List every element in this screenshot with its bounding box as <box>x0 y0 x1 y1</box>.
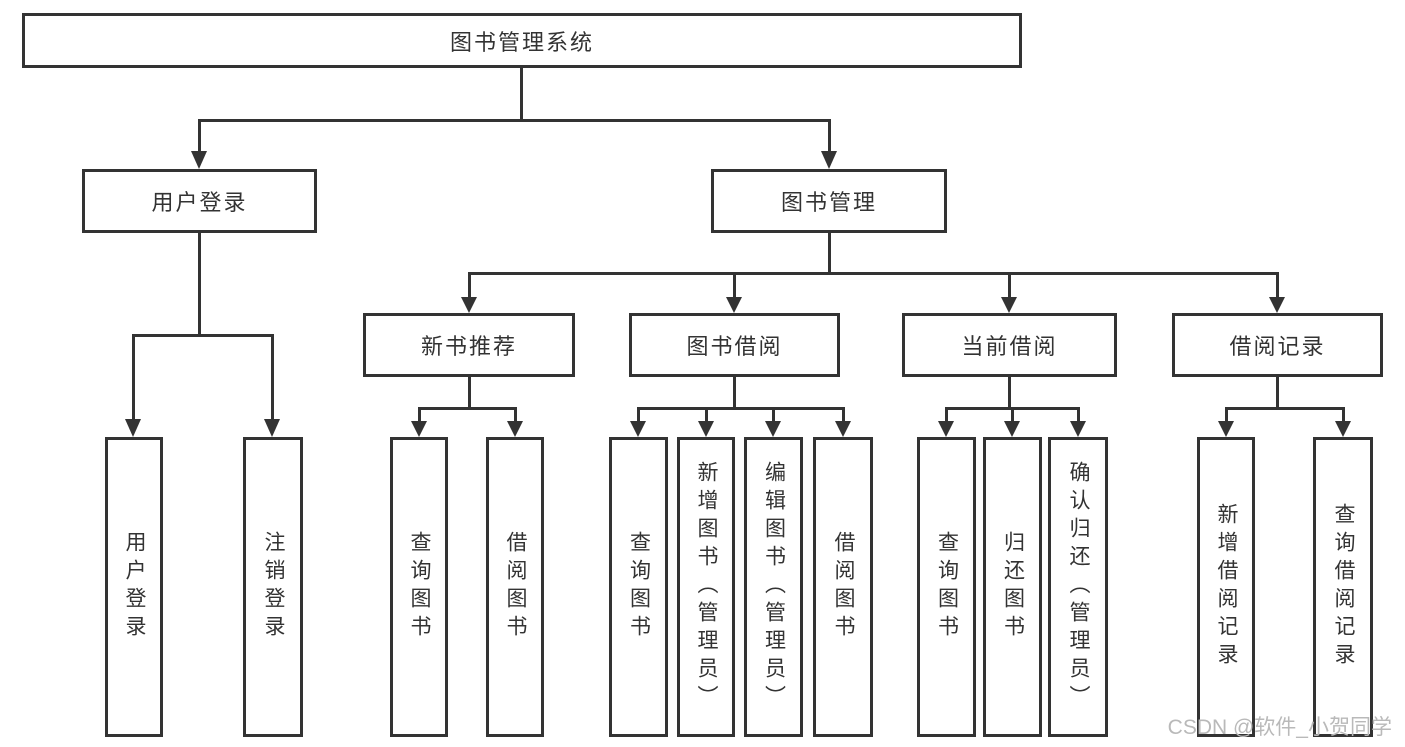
connector-stem <box>132 334 135 419</box>
connector-l2-splitter <box>468 272 1279 275</box>
connector-stem <box>468 272 471 297</box>
connector-stem <box>271 334 274 419</box>
connector-br-splitter <box>1225 407 1344 410</box>
leaf-nb-borrow-books: 借阅图书 <box>486 437 544 737</box>
node-book-management: 图书管理 <box>711 169 947 233</box>
leaf-br-query-record: 查询借阅记录 <box>1313 437 1373 737</box>
arrow-down-icon <box>938 421 954 437</box>
arrow-down-icon <box>1001 297 1017 313</box>
connector-user-login-splitter <box>132 334 274 337</box>
connector-nb-trunk <box>468 377 471 409</box>
leaf-nb-borrow-books-label: 借阅图书 <box>504 531 527 643</box>
leaf-br-add-record-label: 新增借阅记录 <box>1215 503 1238 671</box>
leaf-bb-edit-books-admin-label: 编辑图书（管理员） <box>762 461 786 713</box>
arrow-down-icon <box>264 419 280 437</box>
leaf-cb-query-books: 查询图书 <box>917 437 976 737</box>
connector-stem <box>1225 407 1228 421</box>
arrow-down-icon <box>507 421 523 437</box>
arrow-down-icon <box>461 297 477 313</box>
connector-stem <box>418 407 421 421</box>
connector-stem <box>945 407 948 421</box>
leaf-cb-confirm-return-admin: 确认归还（管理员） <box>1048 437 1108 737</box>
leaf-bb-edit-books-admin: 编辑图书（管理员） <box>744 437 803 737</box>
leaf-bb-add-books-admin-label: 新增图书（管理员） <box>695 461 718 713</box>
leaf-cb-query-books-label: 查询图书 <box>935 531 959 643</box>
csdn-watermark: CSDN @软件_小贺同学 <box>1167 716 1392 739</box>
arrow-down-icon <box>821 151 837 169</box>
connector-stem <box>1342 407 1345 421</box>
leaf-nb-query-books: 查询图书 <box>390 437 448 737</box>
arrow-down-icon <box>125 419 141 437</box>
connector-book-mgmt-trunk <box>828 233 831 274</box>
node-borrow-record: 借阅记录 <box>1172 313 1383 377</box>
connector-stem <box>1011 407 1014 421</box>
connector-stem <box>514 407 517 421</box>
leaf-bb-borrow-books: 借阅图书 <box>813 437 873 737</box>
connector-stem <box>1276 272 1279 297</box>
connector-bb-trunk <box>733 377 736 409</box>
leaf-bb-query-books: 查询图书 <box>609 437 668 737</box>
connector-br-trunk <box>1276 377 1279 409</box>
arrow-down-icon <box>726 297 742 313</box>
arrow-down-icon <box>1004 421 1020 437</box>
leaf-logout: 注销登录 <box>243 437 303 737</box>
connector-cb-trunk <box>1008 377 1011 409</box>
arrow-down-icon <box>630 421 646 437</box>
arrow-down-icon <box>765 421 781 437</box>
arrow-down-icon <box>1070 421 1086 437</box>
connector-stem <box>198 119 201 151</box>
arrow-down-icon <box>835 421 851 437</box>
leaf-br-query-record-label: 查询借阅记录 <box>1332 503 1355 671</box>
leaf-user-login: 用户登录 <box>105 437 163 737</box>
leaf-cb-return-books-label: 归还图书 <box>1001 531 1025 643</box>
connector-bb-splitter <box>637 407 845 410</box>
arrow-down-icon <box>1218 421 1234 437</box>
leaf-user-login-label: 用户登录 <box>123 531 146 643</box>
leaf-br-add-record: 新增借阅记录 <box>1197 437 1255 737</box>
leaf-nb-query-books-label: 查询图书 <box>408 531 431 643</box>
connector-stem <box>1077 407 1080 421</box>
node-book-borrow: 图书借阅 <box>629 313 840 377</box>
leaf-cb-return-books: 归还图书 <box>983 437 1042 737</box>
connector-stem <box>842 407 845 421</box>
connector-root-trunk <box>520 68 523 122</box>
arrow-down-icon <box>698 421 714 437</box>
leaf-bb-borrow-books-label: 借阅图书 <box>832 531 855 643</box>
connector-nb-splitter <box>418 407 517 410</box>
connector-user-login-trunk <box>198 233 201 337</box>
connector-stem <box>733 272 736 297</box>
node-current-borrow: 当前借阅 <box>902 313 1117 377</box>
arrow-down-icon <box>1269 297 1285 313</box>
connector-l1-splitter <box>198 119 831 122</box>
node-root-library-system: 图书管理系统 <box>22 13 1022 68</box>
leaf-bb-add-books-admin: 新增图书（管理员） <box>677 437 735 737</box>
connector-stem <box>772 407 775 421</box>
connector-stem <box>637 407 640 421</box>
arrow-down-icon <box>191 151 207 169</box>
connector-stem <box>705 407 708 421</box>
connector-stem <box>1008 272 1011 297</box>
arrow-down-icon <box>1335 421 1351 437</box>
leaf-cb-confirm-return-admin-label: 确认归还（管理员） <box>1067 461 1090 713</box>
arrow-down-icon <box>411 421 427 437</box>
node-new-book-recommend: 新书推荐 <box>363 313 575 377</box>
leaf-logout-label: 注销登录 <box>262 531 285 643</box>
leaf-bb-query-books-label: 查询图书 <box>627 531 651 643</box>
node-user-login: 用户登录 <box>82 169 317 233</box>
connector-stem <box>828 119 831 151</box>
